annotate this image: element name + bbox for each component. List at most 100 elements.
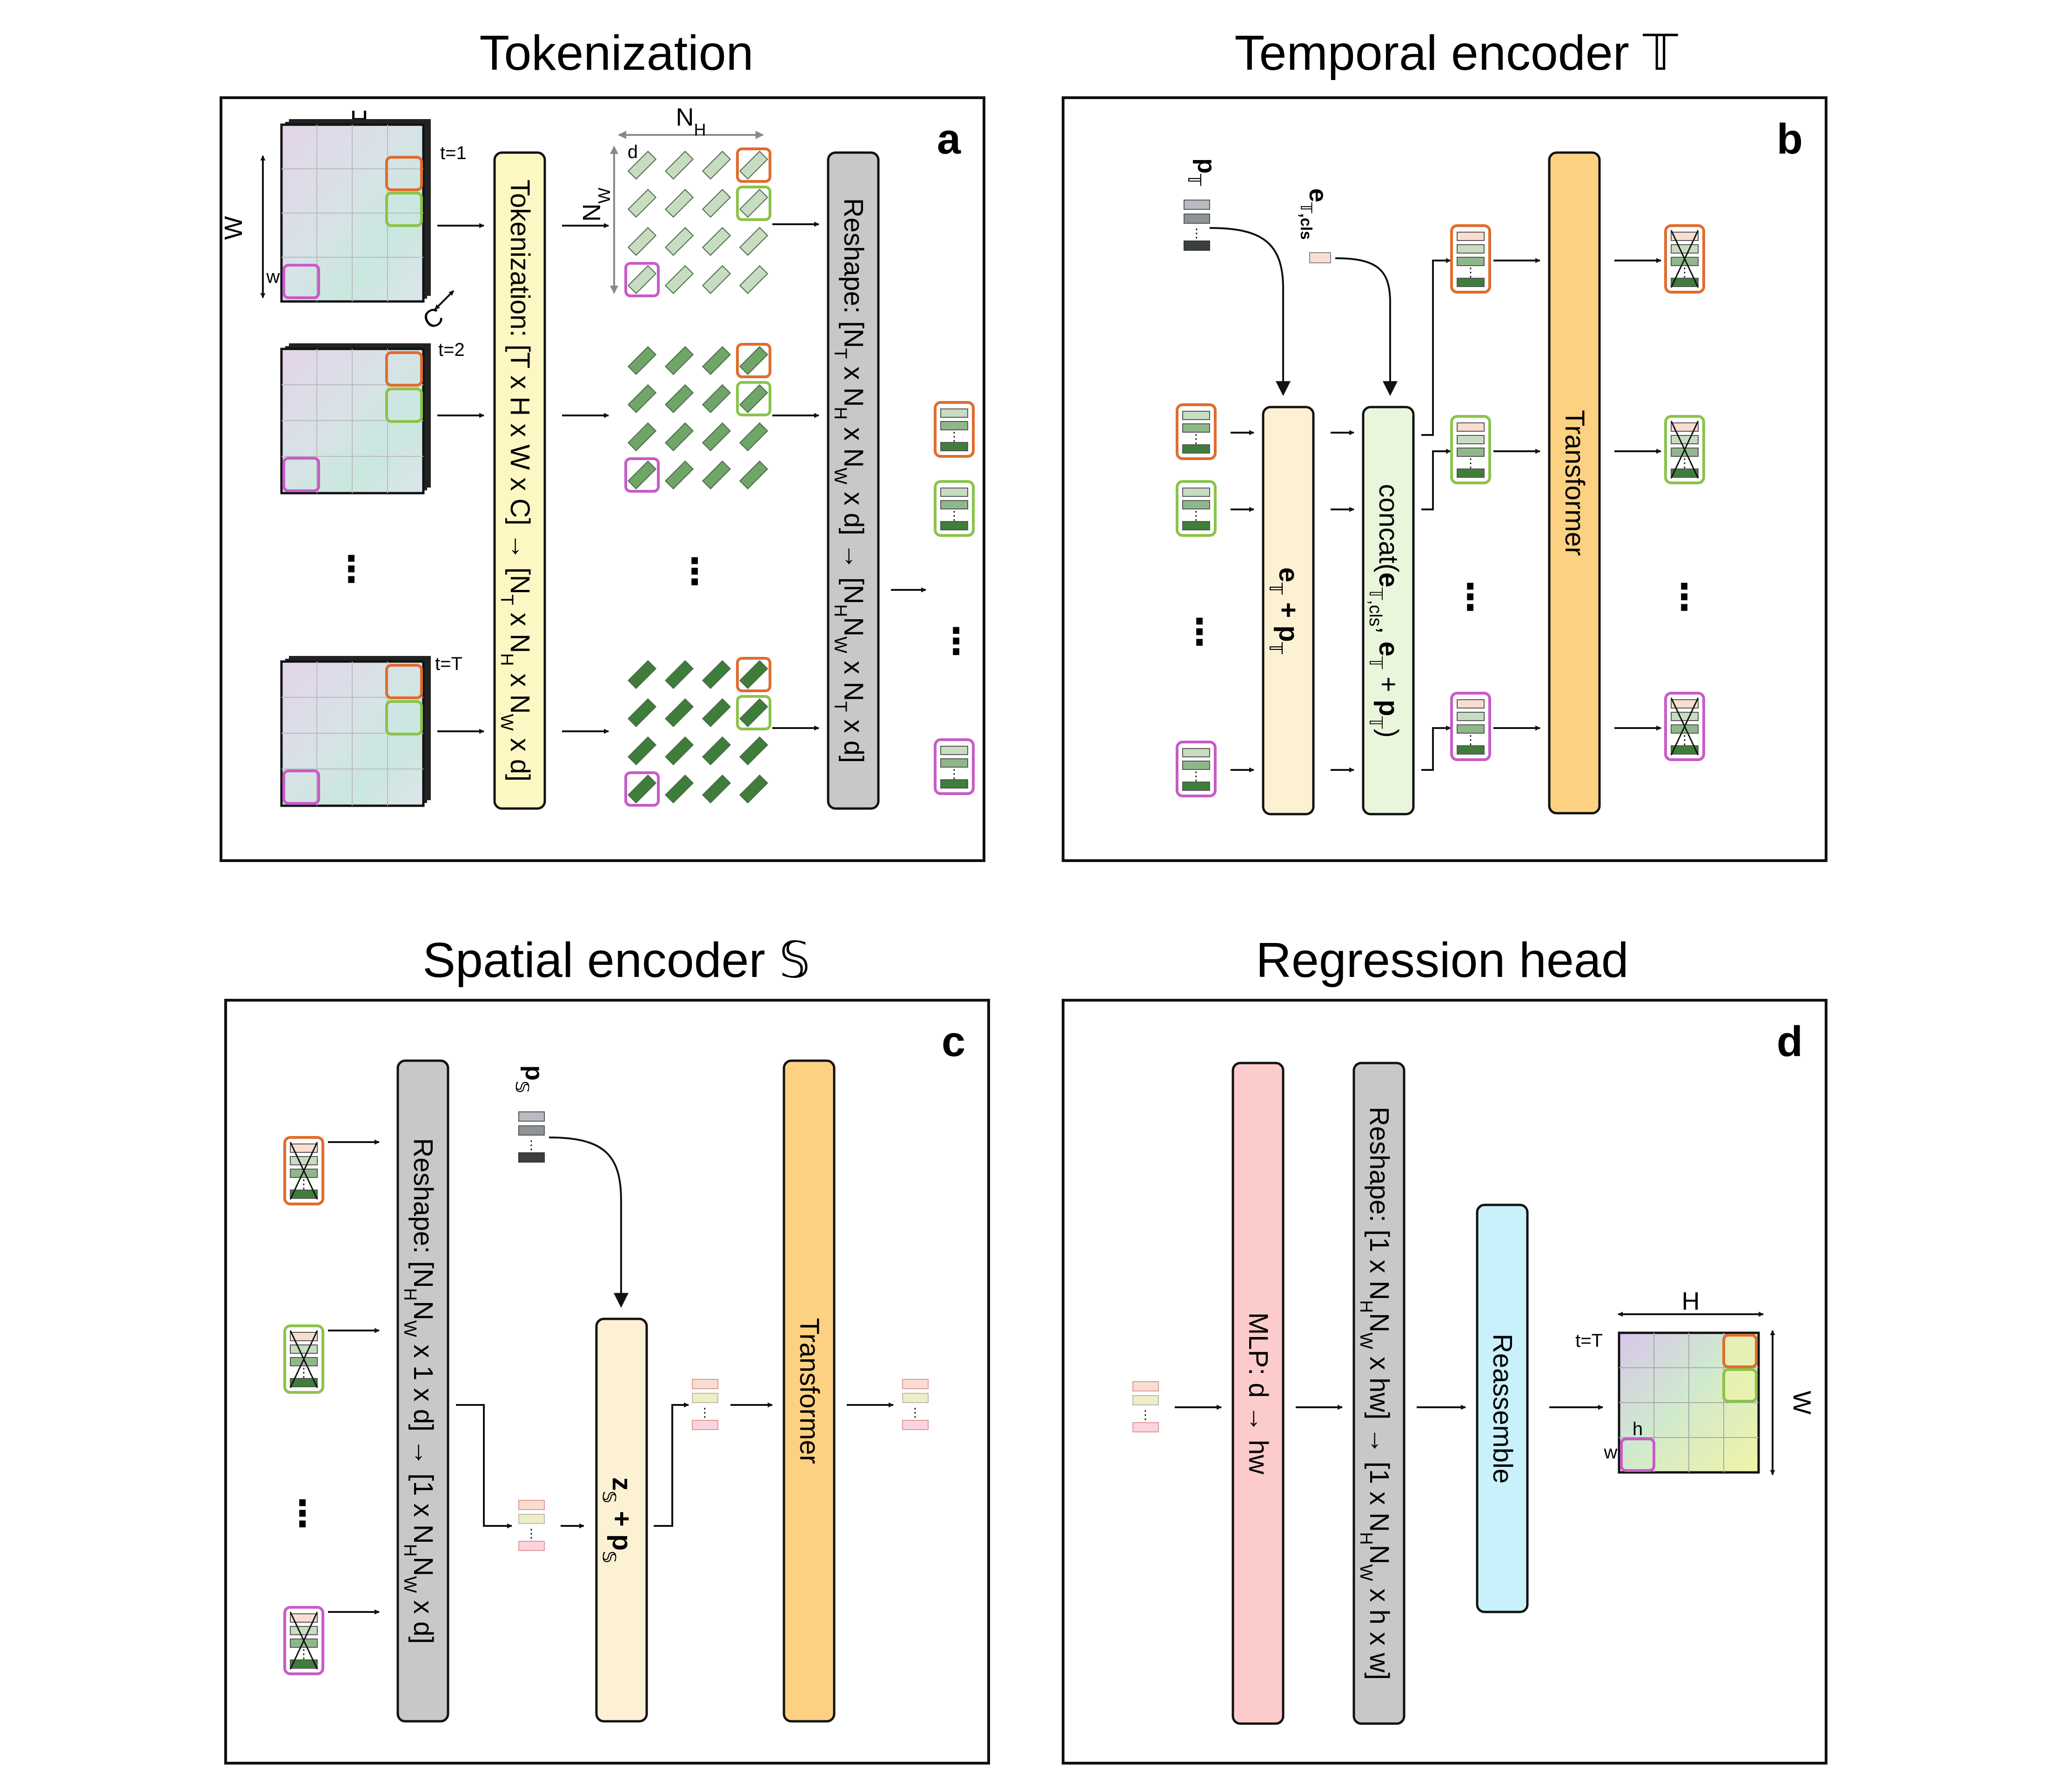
dim-c-arrow	[434, 290, 455, 310]
dim-nw-label: NW	[578, 187, 614, 221]
pastel-dots: ⋮	[1139, 1408, 1151, 1422]
panel-c-letter: c	[942, 1018, 965, 1065]
pos-token	[518, 1152, 545, 1163]
pastel-token	[902, 1420, 929, 1430]
pred-dim-w-label: W	[1788, 1391, 1816, 1415]
sequence-token	[1457, 712, 1485, 721]
transformer-block-b	[1548, 151, 1601, 815]
sequence-token	[1671, 468, 1699, 478]
pastel-token	[518, 1500, 545, 1510]
token	[702, 227, 731, 256]
sequence-magenta-a: ⋮	[934, 738, 975, 795]
token-grid-t1	[624, 147, 771, 297]
sequence-dots: ⋮	[1465, 265, 1477, 279]
cls-sequence-orange-b: ⋮	[1450, 224, 1491, 294]
output-sequence-green-b: ⋮	[1664, 415, 1705, 484]
panel-c-frame	[224, 999, 990, 1765]
ellipsis-a-images: ⋮	[333, 548, 369, 589]
sequence-frame	[934, 738, 975, 795]
token	[739, 346, 769, 375]
sequence-token	[1671, 712, 1699, 721]
pastel-token	[1132, 1422, 1159, 1432]
token	[702, 384, 731, 414]
sequence-dots: ⋮	[1465, 733, 1477, 747]
sequence-token	[940, 758, 968, 768]
pos-emb-s-stack: ⋮	[518, 1111, 545, 1163]
token	[702, 460, 731, 490]
sequence-token	[1457, 699, 1485, 709]
token	[664, 384, 694, 414]
token	[739, 736, 769, 766]
token	[627, 660, 657, 689]
sequence-token	[290, 1378, 318, 1387]
dim-c-label: C	[418, 302, 448, 335]
token	[702, 422, 731, 452]
pastel-token	[692, 1379, 718, 1389]
sequence-frame	[1450, 415, 1491, 484]
token	[702, 265, 731, 294]
token	[664, 346, 694, 375]
panel-b-frame	[1062, 96, 1827, 862]
output-tokens-c: ⋮	[902, 1379, 929, 1430]
token	[627, 736, 657, 766]
input-sequence-orange-c: ⋮	[283, 1136, 324, 1205]
sequence-token	[1457, 468, 1485, 478]
sequence-frame	[283, 1606, 324, 1675]
pred-time-label: t=T	[1575, 1331, 1603, 1351]
sequence-token	[1457, 435, 1485, 444]
pos-emb-s-label: p𝕊	[512, 1065, 548, 1093]
sequence-token	[1671, 232, 1699, 241]
reshape-block-d	[1352, 1062, 1405, 1725]
token	[627, 384, 657, 414]
sequence-dots: ⋮	[948, 508, 960, 522]
dim-nh-label: NH	[676, 103, 706, 139]
time-label-t1: t=1	[440, 143, 467, 163]
sequence-frame	[283, 1324, 324, 1394]
panel-b-title: Temporal encoder 𝕋	[1235, 26, 1679, 80]
token-highlight-magenta	[624, 457, 660, 493]
cls-token-label: e𝕋,cls	[1297, 188, 1332, 240]
discard-cross	[289, 1142, 318, 1200]
sequence-orange-a: ⋮	[934, 401, 975, 458]
time-label-t2: t=2	[438, 340, 465, 360]
token	[739, 188, 769, 218]
sequence-token	[940, 442, 968, 451]
token	[627, 188, 657, 218]
pastel-dots: ⋮	[699, 1405, 711, 1419]
pastel-token	[518, 1541, 545, 1551]
tokenization-block	[493, 151, 546, 810]
token	[664, 227, 694, 256]
sequence-token	[1671, 699, 1699, 709]
sequence-dots: ⋮	[948, 767, 960, 781]
sequence-frame	[1664, 692, 1705, 761]
token	[664, 188, 694, 218]
pastel-token	[692, 1393, 718, 1403]
pos-emb-t-label: p𝕋	[1184, 158, 1220, 186]
pastel-token	[902, 1393, 929, 1403]
token	[702, 346, 731, 375]
pos-emb-t-stack: ⋮	[1184, 200, 1210, 251]
token	[739, 265, 769, 294]
token	[739, 150, 769, 180]
sequence-token	[940, 500, 968, 509]
panel-a: H W C h w t=1 t=2 ⋮	[220, 103, 975, 810]
token-highlight-orange	[736, 147, 771, 183]
pos-token	[1184, 200, 1210, 210]
input-sequence-orange-b: ⋮	[1176, 403, 1217, 460]
token	[664, 736, 694, 766]
token-highlight-green	[736, 695, 771, 730]
pastel-token	[902, 1379, 929, 1389]
token-highlight-magenta	[624, 262, 660, 297]
token	[739, 660, 769, 689]
panel-c-title: Spatial encoder 𝕊	[422, 933, 810, 988]
token	[702, 188, 731, 218]
sequence-frame	[283, 1136, 324, 1205]
sequence-token	[290, 1143, 318, 1153]
sequence-token	[1182, 411, 1210, 420]
cls-sequence-green-b: ⋮	[1450, 415, 1491, 484]
sequence-token	[1671, 435, 1699, 444]
mlp-block-label: MLP: d → hw	[1243, 1312, 1273, 1475]
sequence-token	[290, 1659, 318, 1669]
reshaped-tokens-c: ⋮	[518, 1500, 545, 1551]
token	[627, 227, 657, 256]
